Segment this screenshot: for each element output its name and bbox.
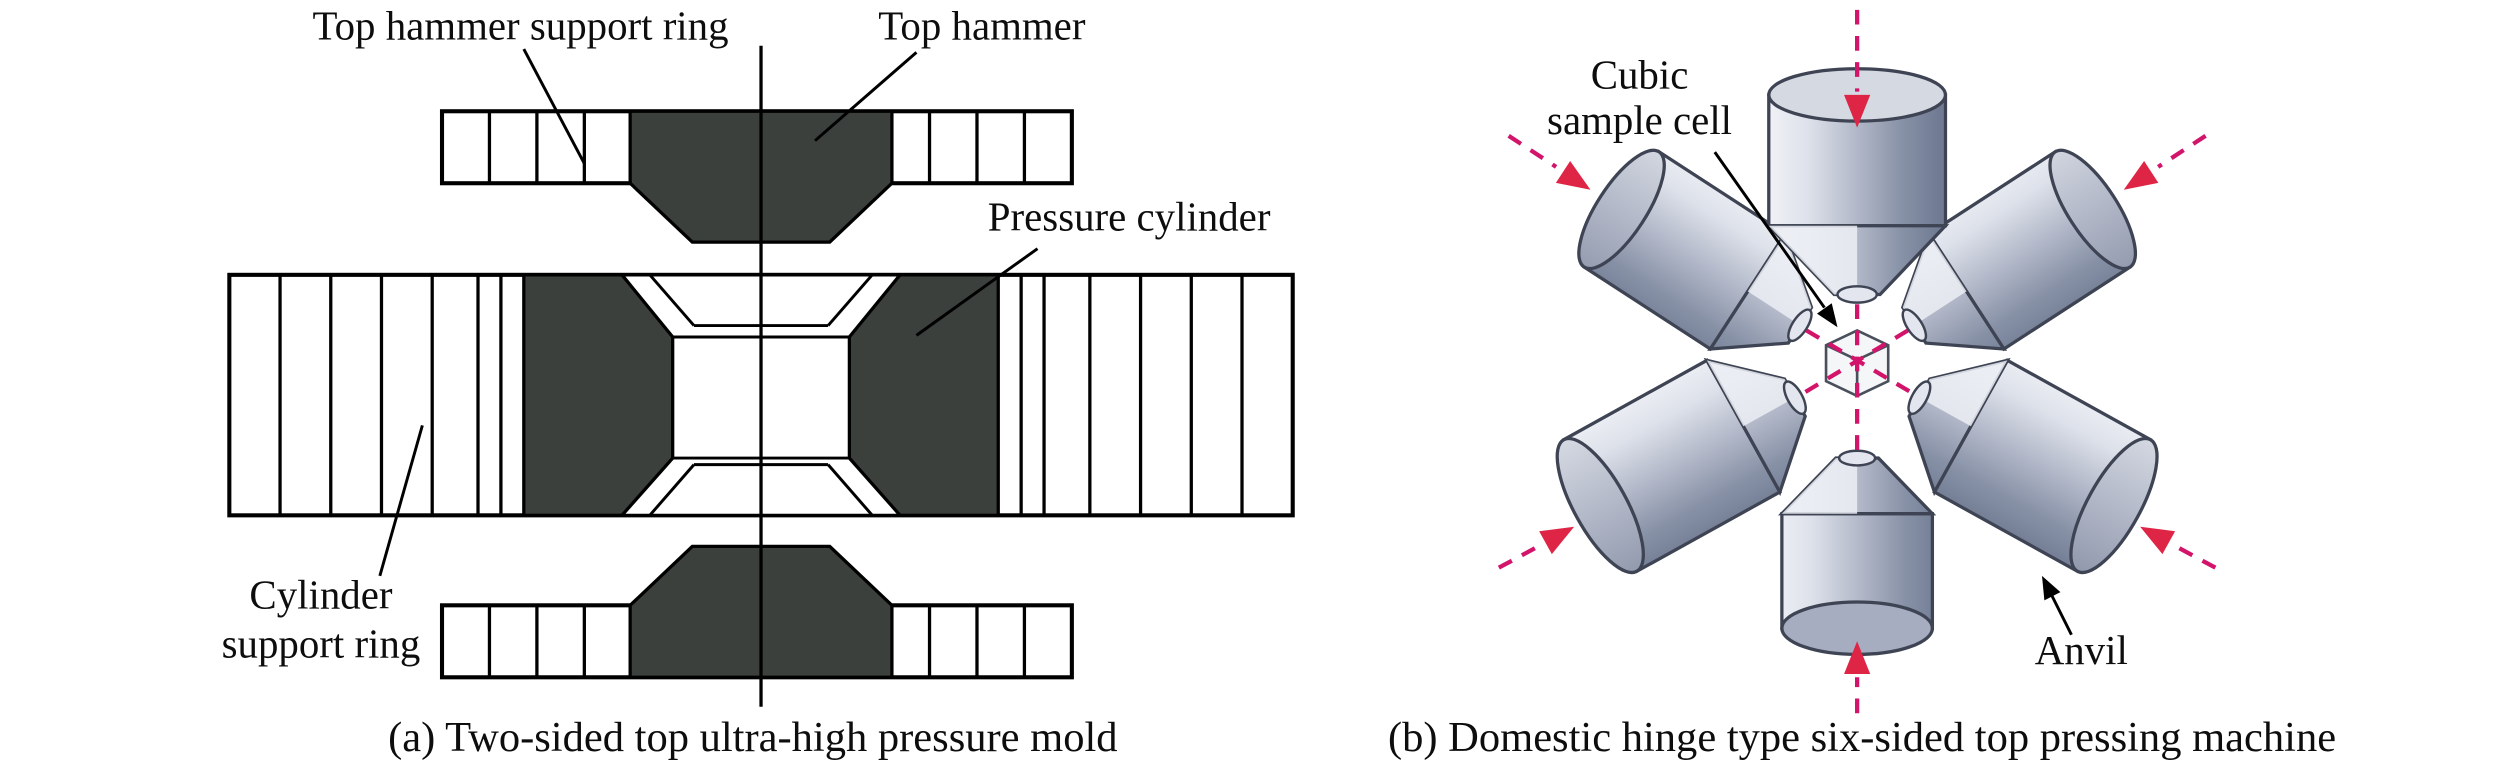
force-axis-upper-right <box>2156 134 2207 169</box>
force-arrowhead-lower-left <box>1539 526 1575 555</box>
label-leaders <box>1713 151 2073 636</box>
force-axis-lower-right <box>2171 542 2217 570</box>
anvil-lower-left <box>1555 357 1807 575</box>
label-cubic-sample-cell-line1: Cubic <box>1591 52 1689 97</box>
force-arrowhead-upper-left <box>1555 160 1591 190</box>
force-arrowhead-lower-right <box>2140 526 2176 555</box>
label-anvil: Anvil <box>2035 628 2128 673</box>
force-arrowheads <box>1539 94 2176 675</box>
leader-cylinder-support-ring <box>378 424 424 577</box>
anvil-bottom <box>1778 449 1937 657</box>
label-top-hammer: Top hammer <box>878 3 1086 48</box>
force-arrowhead-bottom <box>1844 641 1871 675</box>
anvil-upper-right <box>1900 148 2138 352</box>
label-pressure-cylinder: Pressure cylinder <box>988 195 1271 240</box>
anvil-lower-right <box>1907 357 2159 575</box>
leader-top-hammer <box>814 51 918 142</box>
force-axis-diagonal-1 <box>1805 328 1916 397</box>
label-cylinder-support-ring-line1: Cylinder <box>249 573 392 618</box>
leader-arrowhead-sample-cell <box>1816 303 1838 328</box>
panel-a-mold-diagram: Top hammer support ring Top hammer Press… <box>222 3 1295 761</box>
panel-b-press-diagram: Cubic sample cell Anvil (b) Domestic hin… <box>1388 9 2336 761</box>
force-arrowhead-top <box>1844 94 1871 128</box>
leader-arrowhead-anvil <box>2041 575 2061 601</box>
anvil-upper-left <box>1577 148 1814 352</box>
label-cylinder-support-ring-line2: support ring <box>222 622 421 667</box>
force-axis-diagonal-2 <box>1800 328 1909 397</box>
force-axis-upper-left <box>1507 134 1558 169</box>
force-arrowhead-upper-right <box>2123 160 2159 190</box>
label-cubic-sample-cell-line2: sample cell <box>1547 98 1732 143</box>
caption-panel-b: (b) Domestic hinge type six-sided top pr… <box>1388 714 2336 761</box>
caption-panel-a: (a) Two-sided top ultra-high pressure mo… <box>388 714 1117 761</box>
label-top-hammer-support-ring: Top hammer support ring <box>313 3 729 48</box>
leader-pressure-cylinder <box>915 247 1039 337</box>
force-axes <box>1497 9 2217 714</box>
force-axis-lower-left <box>1497 542 1543 570</box>
leader-top-hammer-support-ring <box>522 48 586 165</box>
